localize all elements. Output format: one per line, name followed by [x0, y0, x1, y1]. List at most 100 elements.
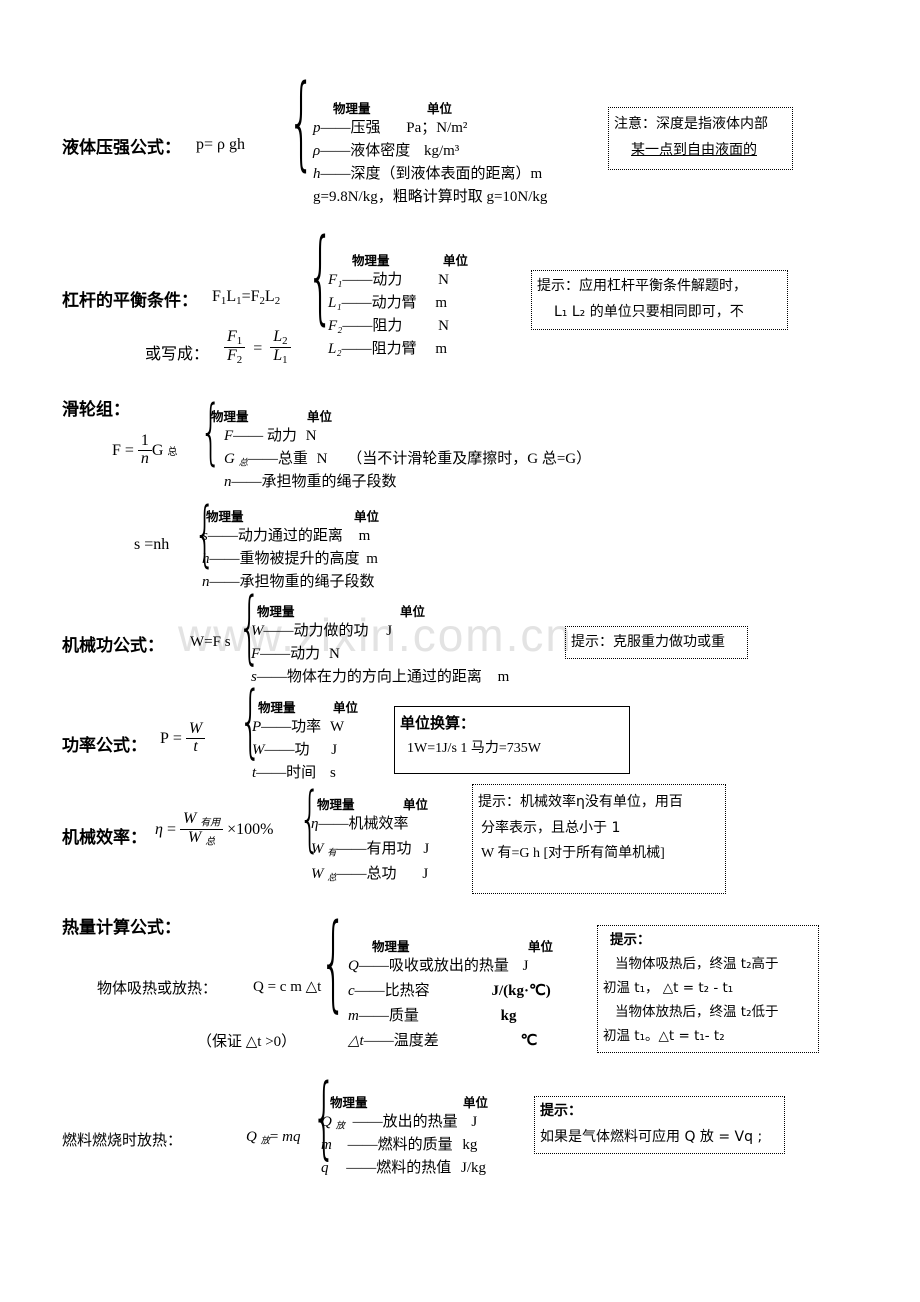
quantity-row: △t——温度差 ℃ [348, 1030, 537, 1053]
quantity-row: G 总——总重 N （当不计滑轮重及摩擦时，G 总=G） [224, 448, 591, 475]
liquid-pressure-g-note: g=9.8N/kg，粗略计算时取 g=10N/kg [313, 189, 548, 205]
formula-fuel-combustion: Q 放= mq [246, 1129, 301, 1147]
quantity-symbol: G 总 [224, 451, 248, 469]
note-line: 提示：克服重力做功或重 [571, 634, 725, 650]
note-line: 初温 t₁， △t = t₂ - t₁ [603, 980, 734, 996]
formula-heat-calculation: Q = c m △t [253, 979, 322, 995]
quantity-desc: ——总重 [247, 451, 308, 467]
note-line: 当物体放热后，终温 t₂低于 [615, 1004, 779, 1020]
quantity-row: F₂——阻力 N [328, 315, 449, 338]
quantity-unit: J [423, 841, 430, 857]
quantity-desc: ——燃料的热值 [346, 1160, 452, 1176]
quantity-symbol: F₂ [328, 318, 343, 334]
section-title-pulley-system: 滑轮组： [62, 400, 130, 420]
quantity-desc: ——动力 [342, 272, 403, 288]
section-title-heat-calculation: 热量计算公式： [62, 918, 181, 938]
quantity-desc: ——有用功 [336, 841, 412, 857]
quantity-row: L₁——动力臂 m [328, 292, 447, 315]
note-line-text: 如果是气体燃料可应用 Q 放 = Vq ; [540, 1129, 763, 1145]
brace-liquid-pressure: { [288, 65, 315, 183]
note-line: 提示：应用杠杆平衡条件解题时， [537, 278, 747, 294]
note-title: 单位换算： [400, 714, 476, 732]
quantity-desc: ——阻力 [342, 318, 403, 334]
brace-pulley-force: { [200, 391, 222, 475]
note-line: 提示：机械效率η没有单位，用百 [478, 794, 683, 810]
quantity-symbol: Q [348, 958, 359, 974]
column-header-quantity: 物理量 [352, 253, 390, 268]
section-title-liquid-pressure: 液体压强公式： [62, 138, 181, 158]
note-liquid-pressure: 注意：深度是指液体内部 某一点到自由液面的 [608, 107, 793, 170]
quantity-symbol: L₂ [328, 341, 342, 357]
quantity-symbol: t [252, 765, 257, 781]
column-header-unit: 单位 [463, 1095, 489, 1110]
quantity-symbol: F₁ [328, 272, 343, 288]
brace-pulley-distance: { [194, 493, 216, 577]
quantity-desc: ——承担物重的绳子段数 [231, 474, 397, 490]
quantity-desc: ——总功 [336, 866, 397, 882]
quantity-symbol: s [202, 528, 208, 544]
quantity-desc: ——动力臂 [341, 295, 417, 311]
note-line: 初温 t₁。△t = t₁- t₂ [603, 1028, 725, 1044]
section-title-power: 功率公式： [62, 736, 147, 756]
quantity-unit: N [305, 428, 317, 444]
quantity-row: F₁——动力 N [328, 269, 449, 292]
quantity-row: n——承担物重的绳子段数 [224, 471, 397, 494]
quantity-unit: kg/m³ [423, 143, 460, 159]
column-header-quantity: 物理量 [258, 700, 296, 715]
quantity-desc: ——比热容 [354, 983, 430, 999]
quantity-row: h——深度（到液体表面的距离）m [313, 163, 542, 186]
note-lever-balance: 提示：应用杠杆平衡条件解题时， L₁ L₂ 的单位只要相同即可，不 [531, 270, 788, 330]
column-header-quantity: 物理量 [330, 1095, 368, 1110]
section-title-mechanical-work: 机械功公式： [62, 636, 164, 656]
quantity-desc: ——时间 [256, 765, 317, 781]
quantity-unit: N [328, 646, 340, 662]
quantity-unit: J [331, 742, 338, 758]
quantity-desc: ——承担物重的绳子段数 [209, 574, 375, 590]
section-title-lever-balance: 杠杆的平衡条件： [62, 291, 198, 311]
column-header-unit: 单位 [528, 939, 554, 954]
brace-power: { [239, 677, 262, 768]
quantity-desc: ——机械效率 [318, 816, 409, 832]
quantity-symbol: p [313, 120, 321, 136]
quantity-row: s——动力通过的距离 m [202, 525, 370, 548]
quantity-unit: J [386, 623, 393, 639]
quantity-row: n——承担物重的绳子段数 [202, 571, 375, 594]
quantity-unit: Pa；N/m² [406, 120, 468, 136]
note-title: 提示： [610, 932, 651, 948]
quantity-symbol: △t [348, 1033, 364, 1049]
quantity-unit: m [366, 551, 378, 567]
quantity-unit: m [435, 341, 447, 357]
column-header-quantity: 物理量 [372, 939, 410, 954]
quantity-row: Q——吸收或放出的热量 J [348, 955, 528, 978]
note-heat-calculation: 提示： 当物体吸热后，终温 t₂高于 初温 t₁， △t = t₂ - t₁ 当… [597, 925, 819, 1053]
quantity-row: s——物体在力的方向上通过的距离 m [251, 666, 509, 689]
quantity-row: F—— 动力 N [224, 425, 317, 448]
quantity-desc: ——质量 [358, 1008, 419, 1024]
quantity-unit: s [329, 765, 336, 781]
quantity-desc: ——压强 [320, 120, 381, 136]
quantity-row: ρ——液体密度 kg/m³ [313, 140, 459, 163]
quantity-symbol: F [224, 428, 234, 444]
quantity-row: c——比热容 J/(kg·℃) [348, 980, 551, 1003]
quantity-symbol: W [252, 742, 265, 758]
quantity-row: W——动力做的功 J [251, 620, 392, 643]
quantity-row: Q 放 ——放出的热量 J [321, 1111, 477, 1138]
quantity-symbol: n [202, 574, 210, 590]
quantity-row: h——重物被提升的高度 m [202, 548, 378, 571]
quantity-symbol: η [311, 816, 319, 832]
column-header-unit: 单位 [333, 700, 359, 715]
note-title: 提示： [540, 1103, 582, 1119]
quantity-desc: ——温度差 [363, 1033, 439, 1049]
column-header-unit: 单位 [443, 253, 469, 268]
formula-lever-alt-label: 或写成： [145, 346, 210, 363]
quantity-desc: ——吸收或放出的热量 [358, 958, 509, 974]
note-line: L₁ L₂ 的单位只要相同即可，不 [554, 304, 744, 320]
quantity-row: q ——燃料的热值 J/kg [321, 1157, 486, 1180]
note-line: 如果是气体燃料可应用 Q 放 = Vq ; [535, 1124, 784, 1150]
note-fuel-combustion: 提示： 如果是气体燃料可应用 Q 放 = Vq ; [534, 1096, 785, 1154]
brace-mechanical-efficiency: { [299, 778, 321, 862]
quantity-desc: ——深度（到液体表面的距离）m [320, 166, 543, 182]
